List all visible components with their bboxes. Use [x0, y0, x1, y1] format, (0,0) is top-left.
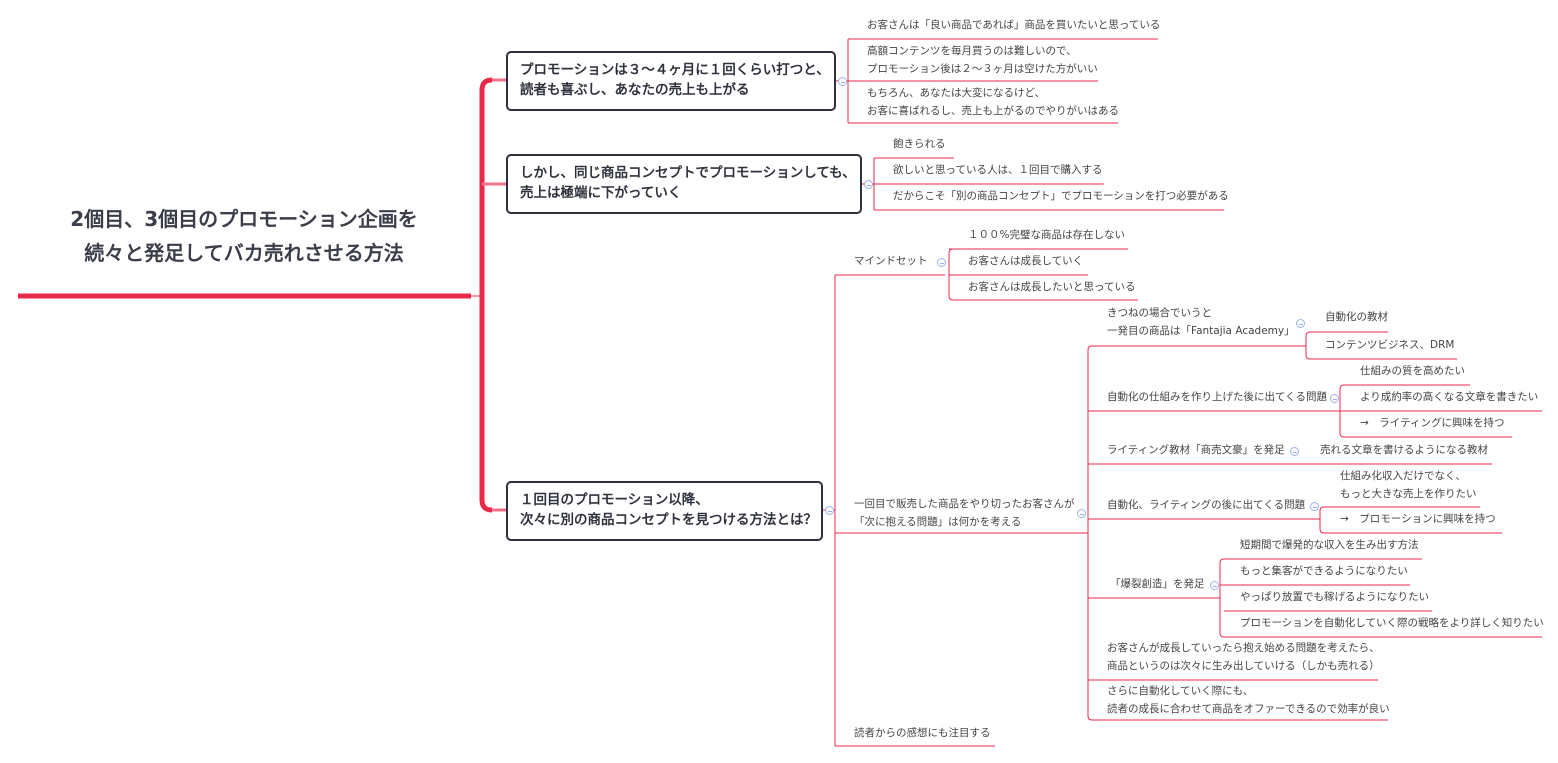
root-topic[interactable]: 2個目、3個目のプロモーション企画を 続々と発足してバカ売れさせる方法: [18, 202, 470, 270]
topic-node[interactable]: お客さんは成長していく: [968, 255, 1084, 267]
topic-line: 高額コンテンツを毎月買うのは難しいので、: [867, 45, 1077, 57]
topic-node[interactable]: → プロモーションに興味を持つ: [1340, 513, 1496, 525]
topic-node[interactable]: 高額コンテンツを毎月買うのは難しいので、 プロモーション後は２〜３ヶ月は空けた方…: [867, 42, 1098, 78]
topic-line: 読者の成長に合わせて商品をオファーできるので効率が良い: [1107, 703, 1390, 715]
topic-node-mindset[interactable]: マインドセット: [854, 255, 928, 267]
topic-node[interactable]: 飽きられる: [893, 138, 946, 150]
topic-node[interactable]: お客さんは「良い商品であれば」商品を買いたいと思っている: [867, 19, 1161, 31]
topic-node[interactable]: 読者からの感想にも注目する: [854, 727, 991, 739]
topic-node[interactable]: もっと集客ができるようになりたい: [1240, 565, 1408, 577]
topic-node[interactable]: 自動化の仕組みを作り上げた後に出てくる問題: [1107, 391, 1327, 403]
branch-line: １回目のプロモーション以降、: [520, 492, 709, 508]
topic-node[interactable]: きつねの場合でいうと 一発目の商品は「Fantajia Academy」: [1107, 304, 1295, 340]
topic-node[interactable]: コンテンツビジネス、DRM: [1325, 339, 1455, 351]
collapse-toggle-icon[interactable]: [1330, 394, 1339, 403]
topic-node[interactable]: だからこそ「別の商品コンセプト」でプロモーションを打つ必要がある: [893, 190, 1229, 202]
topic-node[interactable]: お客さんが成長していったら抱え始める問題を考えたら、 商品というのは次々に生み出…: [1107, 639, 1380, 675]
topic-node[interactable]: お客さんは成長したいと思っている: [968, 281, 1136, 293]
topic-node[interactable]: 「爆裂創造」を発足: [1110, 578, 1205, 590]
topic-node[interactable]: 売れる文章を書けるようになる教材: [1320, 444, 1488, 456]
collapse-toggle-icon[interactable]: [838, 77, 847, 86]
topic-line: プロモーション後は２〜３ヶ月は空けた方がいい: [867, 63, 1098, 75]
collapse-toggle-icon[interactable]: [1310, 502, 1319, 511]
topic-line: 「次に抱える問題」は何かを考える: [854, 516, 1022, 528]
branch-line: 次々に別の商品コンセプトを見つける方法とは？: [520, 512, 817, 528]
topic-line: 一発目の商品は「Fantajia Academy」: [1107, 325, 1295, 337]
topic-node[interactable]: 仕組みの質を高めたい: [1360, 365, 1465, 377]
collapse-toggle-icon[interactable]: [825, 506, 834, 515]
topic-line: きつねの場合でいうと: [1107, 307, 1212, 319]
topic-node[interactable]: プロモーションを自動化していく際の戦略をより詳しく知りたい: [1240, 617, 1544, 629]
topic-node[interactable]: さらに自動化していく際にも、 読者の成長に合わせて商品をオファーできるので効率が…: [1107, 682, 1390, 718]
collapse-toggle-icon[interactable]: [1296, 319, 1305, 328]
topic-line: お客さんが成長していったら抱え始める問題を考えたら、: [1107, 642, 1380, 654]
topic-line: 一回目で販売した商品をやり切ったお客さんが: [854, 498, 1075, 510]
collapse-toggle-icon[interactable]: [937, 258, 946, 267]
branch-same-concept[interactable]: しかし、同じ商品コンセプトでプロモーションしても、 売上は極端に下がっていく: [506, 154, 862, 214]
topic-line: もっと大きな売上を作りたい: [1340, 488, 1477, 500]
topic-node[interactable]: より成約率の高くなる文章を書きたい: [1360, 391, 1539, 403]
collapse-toggle-icon[interactable]: [864, 180, 873, 189]
topic-node[interactable]: 自動化、ライティングの後に出てくる問題: [1107, 499, 1306, 511]
topic-node[interactable]: ライティング教材「商売文豪」を発足: [1107, 444, 1285, 456]
branch-find-new-concept[interactable]: １回目のプロモーション以降、 次々に別の商品コンセプトを見つける方法とは？: [506, 481, 823, 541]
topic-line: 商品というのは次々に生み出していける（しかも売れる）: [1107, 660, 1380, 672]
topic-node[interactable]: １００%完璧な商品は存在しない: [968, 229, 1125, 241]
topic-node[interactable]: → ライティングに興味を持つ: [1360, 417, 1505, 429]
topic-node[interactable]: 欲しいと思っている人は、１回目で購入する: [893, 164, 1103, 176]
topic-node[interactable]: やっぱり放置でも稼げるようになりたい: [1240, 591, 1429, 603]
collapse-toggle-icon[interactable]: [1290, 447, 1299, 456]
topic-line: 仕組み化収入だけでなく、: [1340, 470, 1466, 482]
topic-node-next-problem[interactable]: 一回目で販売した商品をやり切ったお客さんが 「次に抱える問題」は何かを考える: [854, 495, 1075, 531]
topic-line: もちろん、あなたは大変になるけど、: [867, 87, 1045, 99]
root-title-line1: 2個目、3個目のプロモーション企画を: [70, 207, 418, 231]
branch-line: 読者も喜ぶし、あなたの売上も上がる: [520, 82, 750, 98]
topic-line: お客に喜ばれるし、売上も上がるのでやりがいはある: [867, 105, 1119, 117]
topic-node[interactable]: 自動化の教材: [1325, 311, 1388, 323]
topic-line: さらに自動化していく際にも、: [1107, 685, 1254, 697]
root-title-line2: 続々と発足してバカ売れさせる方法: [84, 241, 404, 265]
collapse-toggle-icon[interactable]: [1210, 581, 1219, 590]
branch-promotion-frequency[interactable]: プロモーションは３〜４ヶ月に１回くらい打つと、 読者も喜ぶし、あなたの売上も上が…: [506, 51, 836, 111]
branch-line: プロモーションは３〜４ヶ月に１回くらい打つと、: [520, 62, 830, 78]
topic-node[interactable]: 仕組み化収入だけでなく、 もっと大きな売上を作りたい: [1340, 467, 1477, 503]
collapse-toggle-icon[interactable]: [1077, 509, 1086, 518]
branch-line: しかし、同じ商品コンセプトでプロモーションしても、: [520, 165, 856, 181]
topic-node[interactable]: 短期間で爆発的な収入を生み出す方法: [1240, 539, 1419, 551]
branch-line: 売上は極端に下がっていく: [520, 185, 682, 201]
topic-node[interactable]: もちろん、あなたは大変になるけど、 お客に喜ばれるし、売上も上がるのでやりがいは…: [867, 84, 1119, 120]
